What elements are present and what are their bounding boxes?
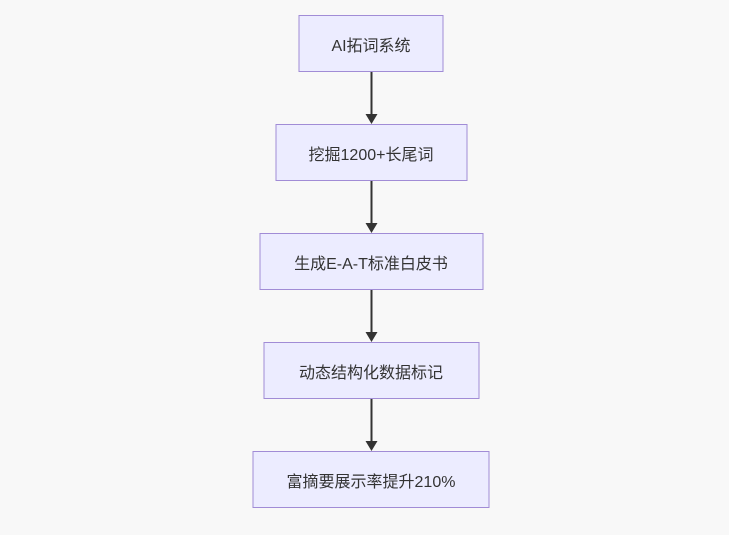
arrowhead-icon <box>365 223 377 233</box>
arrow-shaft <box>370 72 372 116</box>
flow-node-longtail-mining: 挖掘1200+长尾词 <box>275 124 467 181</box>
flow-node-eat-whitepaper: 生成E-A-T标准白皮书 <box>259 233 483 290</box>
arrow-down-icon <box>364 72 378 124</box>
arrow-down-icon <box>364 181 378 233</box>
flow-node-ai-keyword-system: AI拓词系统 <box>298 15 444 72</box>
arrow-shaft <box>370 290 372 334</box>
arrowhead-icon <box>365 114 377 124</box>
flow-node-rich-snippet-result: 富摘要展示率提升210% <box>252 451 490 508</box>
arrowhead-icon <box>365 441 377 451</box>
arrow-shaft <box>370 399 372 443</box>
arrow-down-icon <box>364 290 378 342</box>
arrow-down-icon <box>364 399 378 451</box>
flowchart: AI拓词系统 挖掘1200+长尾词 生成E-A-T标准白皮书 动态结构化数据标记… <box>252 15 490 508</box>
arrow-shaft <box>370 181 372 225</box>
flow-node-structured-data-markup: 动态结构化数据标记 <box>263 342 479 399</box>
arrowhead-icon <box>365 332 377 342</box>
